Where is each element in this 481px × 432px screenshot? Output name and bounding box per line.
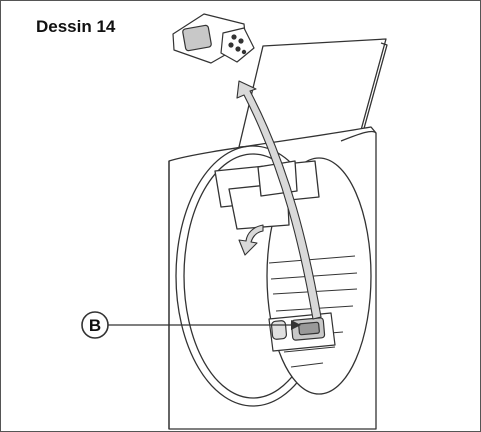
callout-b: B [81, 311, 301, 339]
removed-filter-part [172, 13, 255, 64]
callout-b-arrowhead [291, 320, 301, 330]
filter-housing [268, 312, 336, 352]
removal-arrow [236, 80, 322, 320]
callout-b-label: B [89, 316, 101, 335]
figure-title: Dessin 14 [36, 17, 116, 36]
insert-arrow [238, 224, 264, 256]
